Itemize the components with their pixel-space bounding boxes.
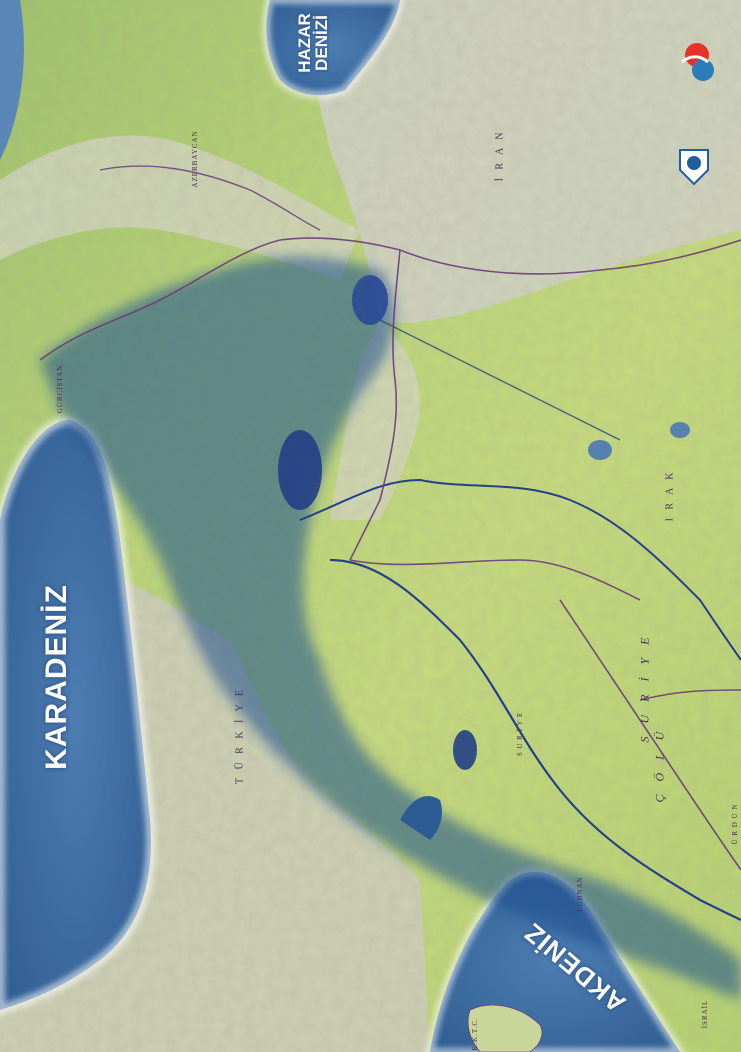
iraq-label: I R A K: [664, 469, 676, 522]
syrian-desert-line2: Ç Ö L Ü: [652, 726, 667, 803]
border-iran-iraq: [399, 239, 741, 275]
lake-urmia: [352, 275, 388, 325]
border-syria-iraq: [559, 599, 741, 871]
top-left-sea: [0, 0, 24, 160]
georgia-label: GÜRCİSTAN: [56, 364, 64, 414]
border-jordan: [639, 689, 741, 701]
lake-van: [278, 430, 322, 510]
basin-overlay: [40, 256, 741, 1000]
lake-assad: [453, 730, 477, 770]
israel-label: İSRAİL: [701, 999, 709, 1029]
turkey-label: T Ü R K İ Y E: [234, 687, 246, 784]
azerbaijan-label: AZERBAYCAN: [191, 130, 199, 188]
caspian-line1: HAZAR: [295, 13, 314, 73]
caspian-sea: [266, 0, 400, 96]
lake-habbaniyah: [670, 422, 690, 438]
caspian-line2: DENİZİ: [312, 15, 331, 71]
lebanon-label: LÜBNAN: [576, 876, 584, 912]
cyprus: [467, 1004, 543, 1052]
tributary-river: [379, 319, 621, 441]
jordan-label-partial: Ü R D Ü N: [731, 803, 739, 845]
border-azerbaijan: [99, 165, 321, 231]
border-north: [39, 237, 401, 361]
black-sea: [0, 420, 151, 1010]
black-sea-label: KARADENİZ: [40, 584, 73, 770]
border-syria-turkey: [349, 559, 641, 601]
logo-top: [681, 43, 714, 81]
border-iran: [349, 249, 401, 561]
syria-label: S U R İ Y E: [516, 711, 524, 757]
logo-bottom: [679, 149, 709, 186]
iran-label: İ R A N: [494, 129, 506, 182]
caspian-sea-label: HAZAR DENİZİ: [295, 6, 331, 80]
kktc-label: K.K.T.C.: [471, 1017, 479, 1051]
lake-tharthar: [588, 440, 612, 460]
gulf-iskenderun: [400, 796, 442, 840]
syrian-desert-line1: S U R İ Y E: [637, 632, 652, 743]
euphrates-river: [329, 558, 741, 921]
